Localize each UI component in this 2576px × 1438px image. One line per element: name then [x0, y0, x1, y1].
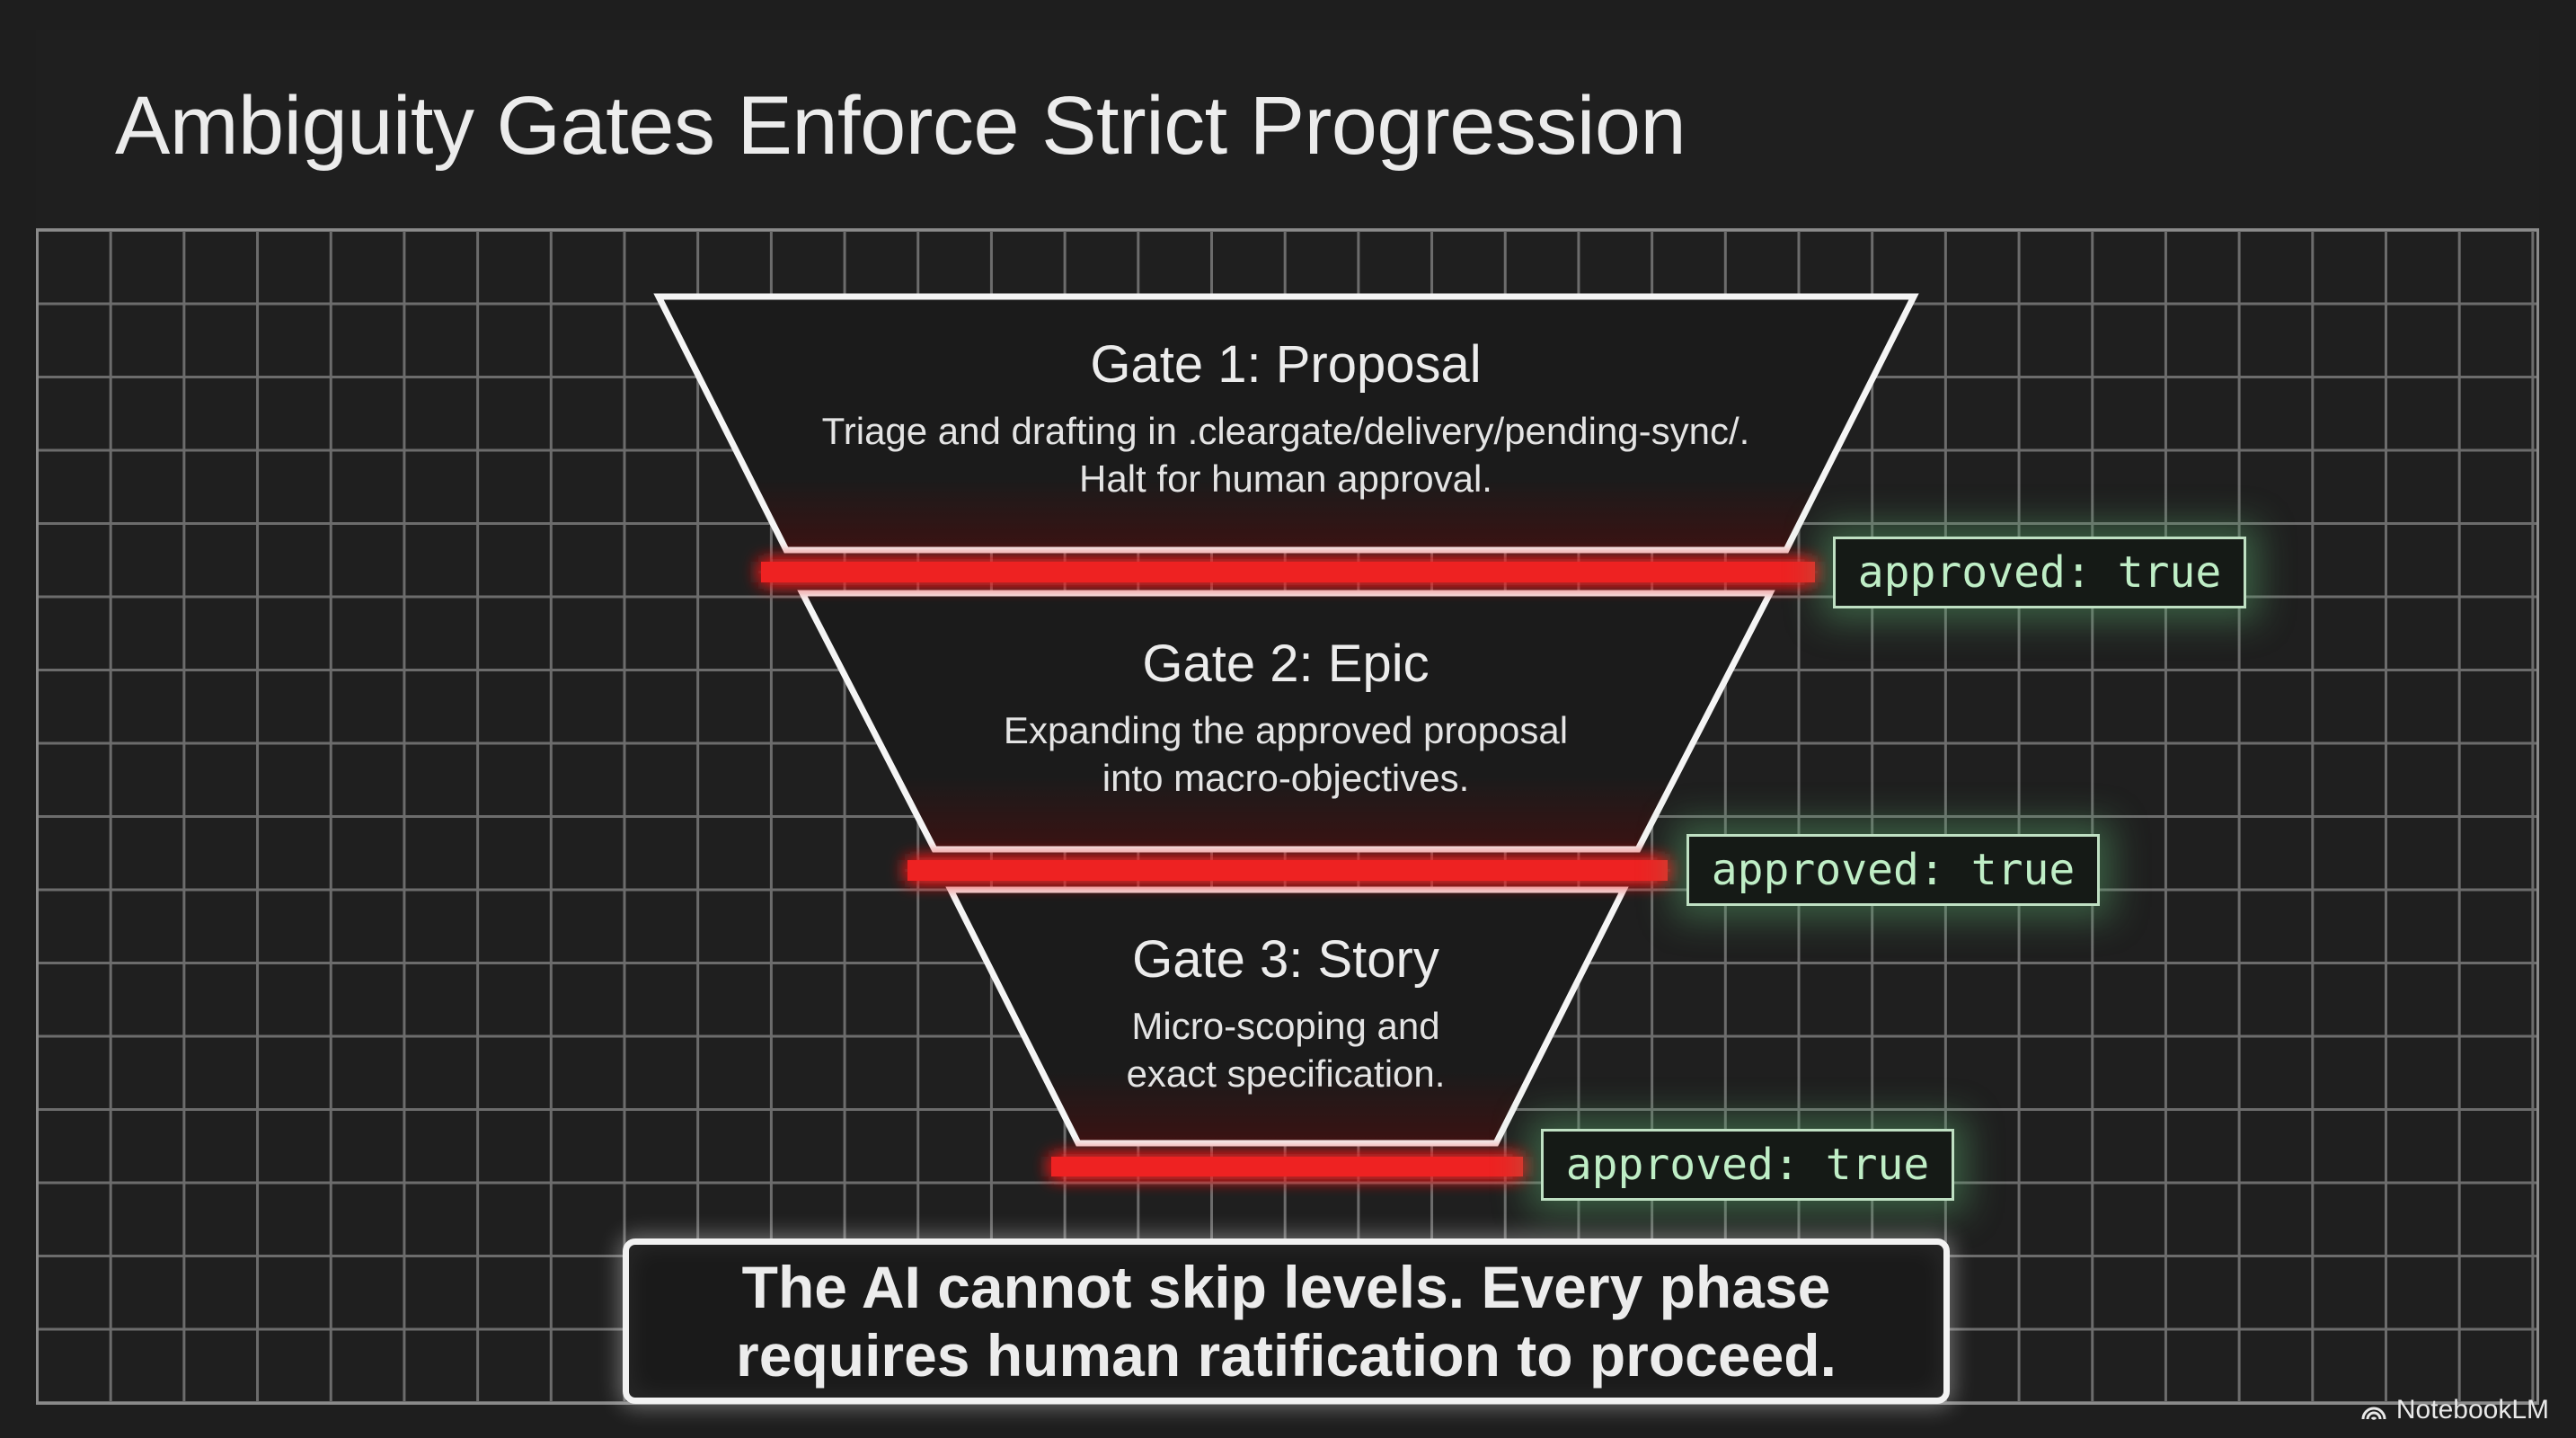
gate-2-desc-line-2: into macro-objectives. [1102, 757, 1470, 799]
gate-2-desc-line-1: Expanding the approved proposal [1003, 709, 1569, 751]
gate-3-trapezoid [945, 886, 1629, 1147]
summary-callout-text: The AI cannot skip levels. Every phase r… [736, 1253, 1837, 1389]
gate-3-barrier [1051, 1157, 1523, 1176]
gate-3-desc-line-1: Micro-scoping and [1131, 1005, 1440, 1047]
slide-header [36, 30, 2539, 231]
gate-2-barrier [907, 860, 1668, 881]
notebooklm-watermark: NotebookLM [2360, 1395, 2549, 1425]
gate-3-desc-line-2: exact specification. [1126, 1052, 1446, 1095]
gate-3-content: Gate 3: Story Micro-scoping and exact sp… [1127, 929, 1446, 1097]
gate-2-trapezoid [797, 590, 1775, 853]
gate-3-title: Gate 3: Story [1132, 930, 1439, 989]
gate-1-trapezoid [653, 293, 1919, 554]
gate-2-approved-badge: approved: true [1686, 834, 2100, 906]
gate-1-barrier [761, 562, 1815, 582]
gate-2-content: Gate 2: Epic Expanding the approved prop… [1004, 634, 1568, 802]
gate-2-description: Expanding the approved proposal into mac… [1004, 706, 1568, 802]
gate-1-desc-line-2: Halt for human approval. [1079, 457, 1492, 500]
callout-line-1: The AI cannot skip levels. Every phase [741, 1254, 1831, 1320]
gate-2-title: Gate 2: Epic [1142, 635, 1430, 693]
callout-line-2: requires human ratification to proceed. [736, 1322, 1837, 1389]
watermark-label: NotebookLM [2395, 1395, 2549, 1425]
gate-1-title: Gate 1: Proposal [1090, 335, 1482, 394]
gate-1-approved-badge: approved: true [1833, 537, 2246, 608]
slide-title: Ambiguity Gates Enforce Strict Progressi… [115, 80, 1686, 172]
gate-1-content: Gate 1: Proposal Triage and drafting in … [822, 334, 1750, 502]
notebooklm-logo-icon [2361, 1407, 2386, 1421]
gate-3-approved-badge: approved: true [1541, 1129, 1954, 1201]
gate-1-description: Triage and drafting in .cleargate/delive… [822, 407, 1750, 502]
gate-3-description: Micro-scoping and exact specification. [1127, 1002, 1446, 1097]
summary-callout: The AI cannot skip levels. Every phase r… [623, 1238, 1950, 1404]
gate-1-desc-line-1: Triage and drafting in .cleargate/delive… [821, 410, 1750, 452]
